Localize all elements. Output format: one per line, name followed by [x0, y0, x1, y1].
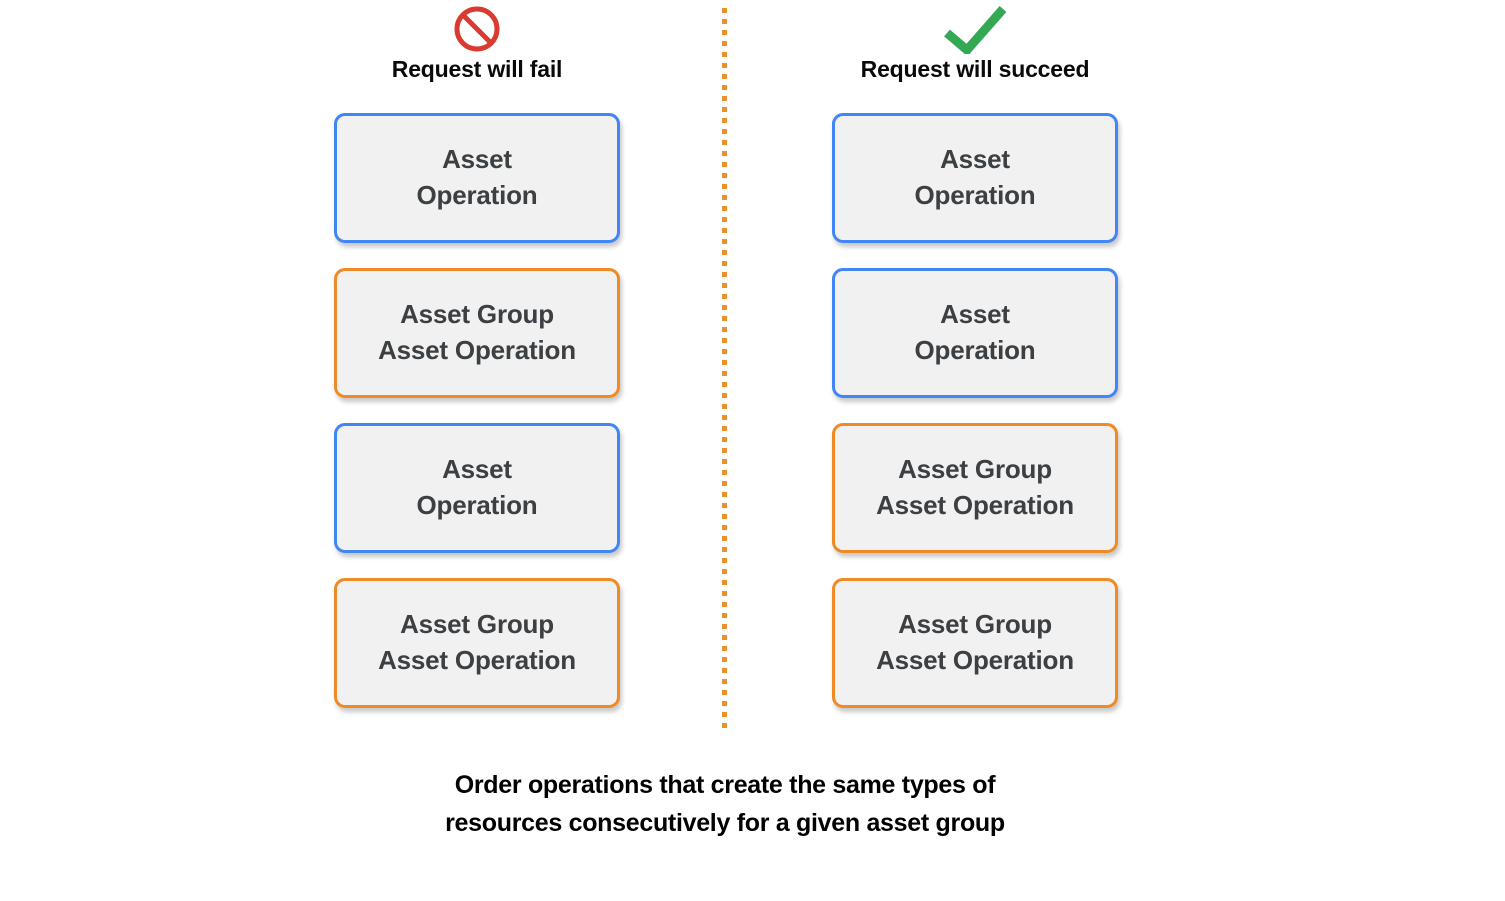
- column-header-label-fail: Request will fail: [391, 56, 563, 82]
- box-asset-group-asset-operation[interactable]: Asset Group Asset Operation: [832, 423, 1118, 553]
- box-label: Asset Group Asset Operation: [378, 609, 576, 675]
- box-label: Asset Group Asset Operation: [876, 454, 1074, 520]
- box-asset-group-asset-operation[interactable]: Asset Group Asset Operation: [334, 268, 620, 398]
- box-asset-operation[interactable]: Asset Operation: [832, 113, 1118, 243]
- box-label: Asset Group Asset Operation: [876, 609, 1074, 675]
- caption-line-2: resources consecutively for a given asse…: [445, 809, 1005, 837]
- checkmark-icon: [942, 0, 1008, 58]
- dotted-divider: [722, 8, 727, 734]
- box-label: Asset Operation: [914, 299, 1036, 365]
- box-asset-operation[interactable]: Asset Operation: [334, 423, 620, 553]
- box-asset-group-asset-operation[interactable]: Asset Group Asset Operation: [832, 578, 1118, 708]
- box-label: Asset Operation: [416, 454, 538, 520]
- box-label: Asset Operation: [914, 144, 1036, 210]
- box-asset-operation[interactable]: Asset Operation: [832, 268, 1118, 398]
- column-header-succeed: Request will succeed: [772, 0, 1178, 100]
- box-asset-group-asset-operation[interactable]: Asset Group Asset Operation: [334, 578, 620, 708]
- box-label: Asset Operation: [416, 144, 538, 210]
- diagram-caption: Order operations that create the same ty…: [0, 766, 1450, 842]
- caption-line-1: Order operations that create the same ty…: [454, 771, 996, 799]
- prohibition-icon: [453, 0, 501, 58]
- column-header-fail: Request will fail: [274, 0, 680, 100]
- box-asset-operation[interactable]: Asset Operation: [334, 113, 620, 243]
- box-label: Asset Group Asset Operation: [378, 299, 576, 365]
- column-header-label-succeed: Request will succeed: [860, 56, 1090, 82]
